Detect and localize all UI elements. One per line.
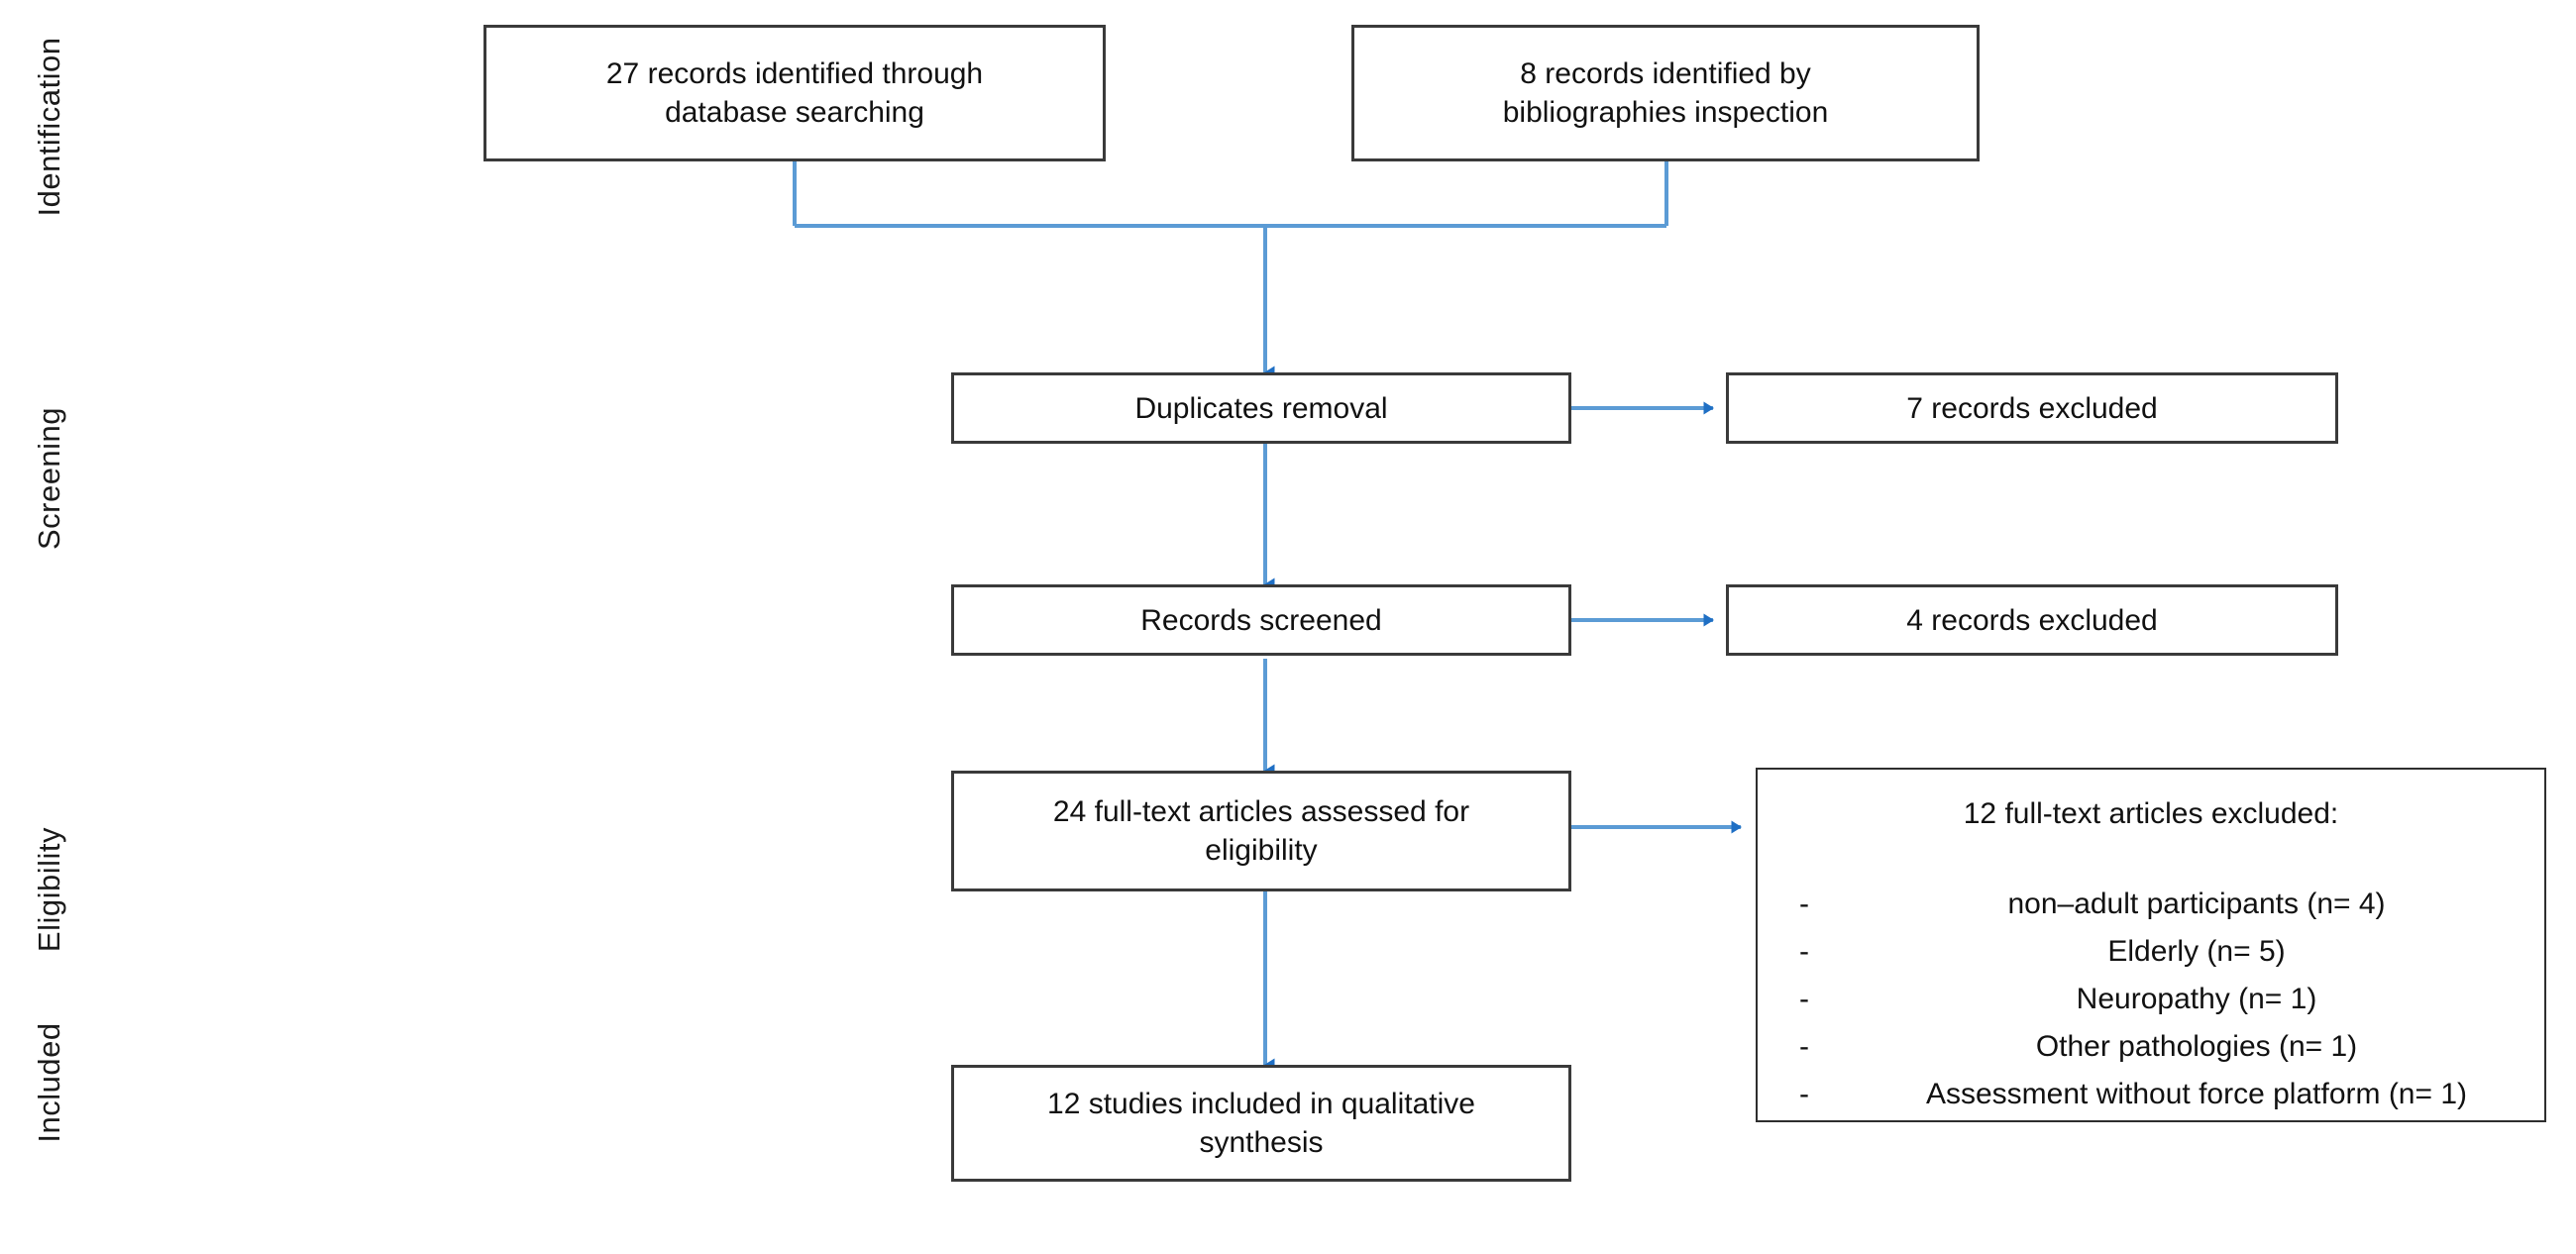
list-item-label: Other pathologies (n= 1) — [2035, 1029, 2358, 1063]
node-duplicates-excluded-label: 7 records excluded — [1906, 391, 2158, 425]
node-duplicates-excluded[interactable]: 7 records excluded — [1726, 372, 2338, 444]
list-item: - Assessment without force platform (n= … — [1799, 1075, 2544, 1113]
list-item: - Neuropathy (n= 1) — [1799, 980, 2544, 1018]
bullet-marker: - — [1799, 934, 1809, 968]
node-fulltext-assessed-line2: eligibility — [1205, 834, 1318, 867]
node-screened-excluded-label: 4 records excluded — [1906, 603, 2158, 637]
stage-label-eligibility: Eligibility — [32, 826, 66, 953]
node-fulltext-assessed-line1: 24 full-text articles assessed for — [1052, 795, 1470, 828]
node-bibliographies-line2: bibliographies inspection — [1502, 96, 1829, 129]
stage-label-screening: Screening — [32, 406, 66, 551]
node-database-search-line2: database searching — [665, 96, 924, 129]
node-included-synthesis-line2: synthesis — [1199, 1126, 1324, 1159]
node-duplicates-removal[interactable]: Duplicates removal — [951, 372, 1571, 444]
node-included-synthesis[interactable]: 12 studies included in qualitative synth… — [951, 1065, 1571, 1182]
exclusion-reason-list: - non–adult participants (n= 4) - Elderl… — [1758, 885, 2544, 1113]
stage-label-identification: Identification — [32, 37, 66, 217]
list-item: - Other pathologies (n= 1) — [1799, 1027, 2544, 1066]
node-records-screened-label: Records screened — [1140, 603, 1382, 637]
node-bibliographies-line1: 8 records identified by — [1520, 57, 1811, 90]
list-item-label: Neuropathy (n= 1) — [2076, 982, 2317, 1015]
node-database-search-line1: 27 records identified through — [605, 57, 984, 90]
list-item: - Elderly (n= 5) — [1799, 932, 2544, 971]
list-item-label: Elderly (n= 5) — [2107, 934, 2286, 968]
node-included-synthesis-line1: 12 studies included in qualitative — [1047, 1088, 1475, 1120]
list-item: - non–adult participants (n= 4) — [1799, 885, 2544, 923]
node-fulltext-excluded[interactable]: 12 full-text articles excluded: - non–ad… — [1756, 768, 2546, 1122]
node-bibliographies[interactable]: 8 records identified by bibliographies i… — [1351, 25, 1980, 161]
bullet-marker: - — [1799, 1077, 1809, 1110]
node-database-search[interactable]: 27 records identified through database s… — [483, 25, 1106, 161]
node-fulltext-assessed[interactable]: 24 full-text articles assessed for eligi… — [951, 771, 1571, 891]
node-screened-excluded[interactable]: 4 records excluded — [1726, 584, 2338, 656]
node-records-screened[interactable]: Records screened — [951, 584, 1571, 656]
node-duplicates-removal-label: Duplicates removal — [1134, 391, 1388, 425]
bullet-marker: - — [1799, 1029, 1809, 1063]
bullet-marker: - — [1799, 982, 1809, 1015]
list-item-label: non–adult participants (n= 4) — [2007, 887, 2386, 920]
list-item-label: Assessment without force platform (n= 1) — [1925, 1077, 2468, 1110]
stage-label-included: Included — [32, 1022, 66, 1143]
bullet-marker: - — [1799, 887, 1809, 920]
node-fulltext-excluded-title: 12 full-text articles excluded: — [1963, 797, 2339, 830]
